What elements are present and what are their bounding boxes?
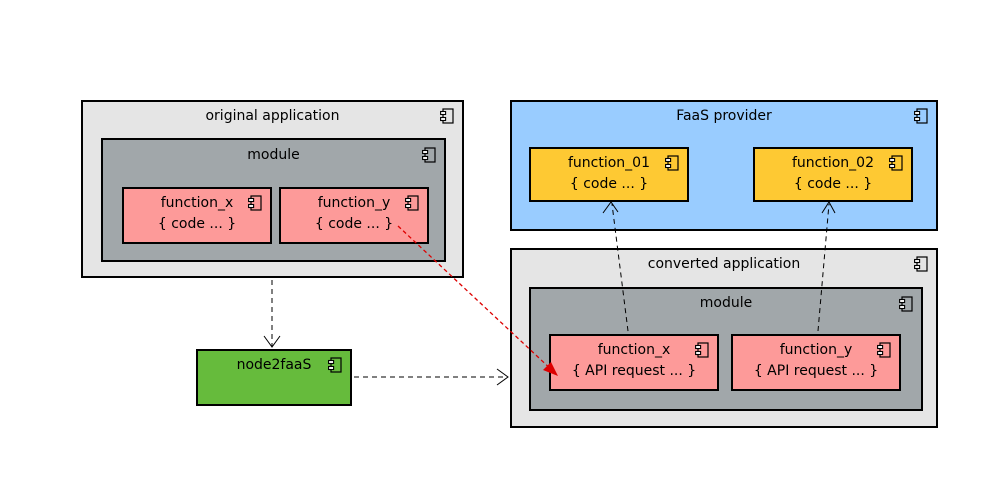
function-code: { API request ... } — [753, 363, 879, 379]
converted-application: converted application module function_x … — [510, 248, 938, 428]
arrowhead — [263, 335, 281, 348]
node2faas-tool: node2faaS — [196, 349, 352, 406]
component-icon — [899, 296, 913, 312]
function-name: function_01 — [567, 155, 650, 171]
converted-application-title: converted application — [647, 256, 801, 272]
converted-module: module function_x { API request ... } fu… — [529, 287, 923, 411]
function-name: function_x — [597, 342, 671, 358]
faas-function-02: function_02 { code ... } — [753, 147, 913, 202]
original-application: original application module function_x {… — [81, 100, 464, 278]
function-name: function_y — [779, 342, 853, 358]
original-module: module function_x { code ... } function_… — [101, 138, 446, 262]
original-function-x: function_x { code ... } — [122, 187, 272, 244]
faas-function-01: function_01 { code ... } — [529, 147, 689, 202]
component-icon — [328, 357, 342, 373]
function-code: { code ... } — [314, 216, 394, 232]
tool-name: node2faaS — [236, 357, 312, 373]
component-icon — [695, 342, 709, 358]
converted-module-title: module — [699, 295, 753, 311]
component-icon — [422, 147, 436, 163]
function-code: { code ... } — [569, 176, 649, 192]
component-icon — [877, 342, 891, 358]
original-application-title: original application — [205, 108, 340, 124]
faas-provider: FaaS provider function_01 { code ... } f… — [510, 100, 938, 231]
component-icon — [440, 108, 454, 124]
original-function-y: function_y { code ... } — [279, 187, 429, 244]
function-code: { code ... } — [793, 176, 873, 192]
arrowhead — [496, 368, 509, 386]
function-code: { API request ... } — [571, 363, 697, 379]
converted-function-y: function_y { API request ... } — [731, 334, 901, 391]
function-name: function_x — [160, 195, 234, 211]
function-name: function_02 — [791, 155, 874, 171]
component-icon — [405, 195, 419, 211]
faas-provider-title: FaaS provider — [676, 108, 772, 124]
function-code: { code ... } — [157, 216, 237, 232]
component-icon — [665, 155, 679, 171]
component-icon — [914, 108, 928, 124]
component-icon — [914, 256, 928, 272]
function-name: function_y — [317, 195, 391, 211]
component-icon — [248, 195, 262, 211]
original-module-title: module — [247, 147, 300, 163]
converted-function-x: function_x { API request ... } — [549, 334, 719, 391]
component-icon — [889, 155, 903, 171]
